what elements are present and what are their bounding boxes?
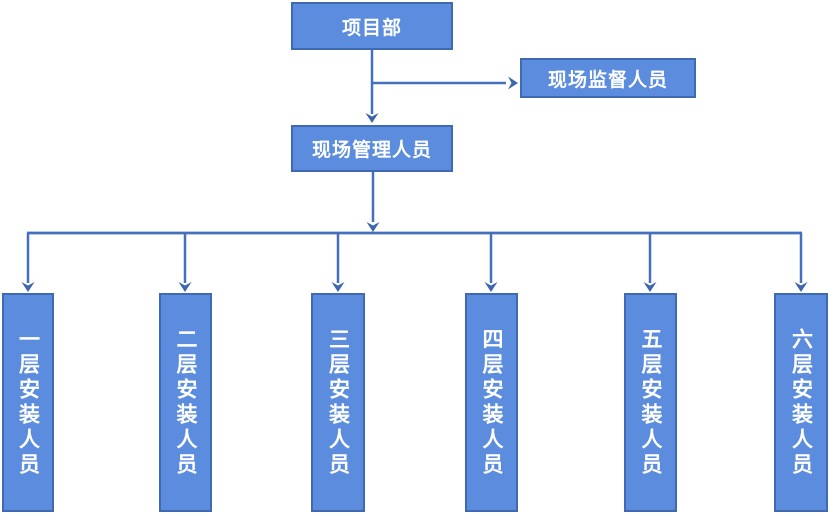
node-floor-3-installers-label: 三层安装人员 — [326, 327, 351, 478]
node-floor-5-installers-label: 五层安装人员 — [639, 327, 664, 478]
node-site-supervisor-label: 现场监督人员 — [547, 68, 668, 91]
arrowhead-down-floor-6-icon — [794, 282, 808, 292]
node-floor-4-installers-label: 四层安装人员 — [480, 327, 505, 478]
arrowhead-down-floor-5-icon — [643, 282, 657, 292]
node-floor-6-installers: 六层安装人员 — [774, 293, 828, 512]
arrowhead-right-supervisor-icon — [508, 76, 518, 90]
node-project-department-label: 项目部 — [341, 16, 402, 39]
arrowhead-down-floor-1-icon — [21, 282, 35, 292]
arrowhead-down-floor-3-icon — [331, 282, 345, 292]
node-floor-2-installers-label: 二层安装人员 — [174, 327, 199, 478]
arrowhead-down-floor-2-icon — [178, 282, 192, 292]
node-project-department: 项目部 — [291, 2, 453, 50]
node-floor-2-installers: 二层安装人员 — [159, 293, 212, 512]
node-site-manager: 现场管理人员 — [291, 125, 453, 172]
arrowhead-down-manager-icon — [365, 113, 379, 123]
node-site-manager-label: 现场管理人员 — [311, 139, 432, 161]
arrowhead-down-bus-icon — [366, 222, 380, 232]
node-floor-1-installers-label: 一层安装人员 — [16, 327, 41, 478]
node-floor-6-installers-label: 六层安装人员 — [789, 327, 814, 478]
node-floor-1-installers: 一层安装人员 — [2, 293, 54, 512]
node-floor-4-installers: 四层安装人员 — [465, 293, 518, 512]
node-floor-5-installers: 五层安装人员 — [624, 293, 677, 512]
node-site-supervisor: 现场监督人员 — [520, 58, 696, 98]
arrowhead-down-floor-4-icon — [484, 282, 498, 292]
node-floor-3-installers: 三层安装人员 — [311, 293, 365, 512]
